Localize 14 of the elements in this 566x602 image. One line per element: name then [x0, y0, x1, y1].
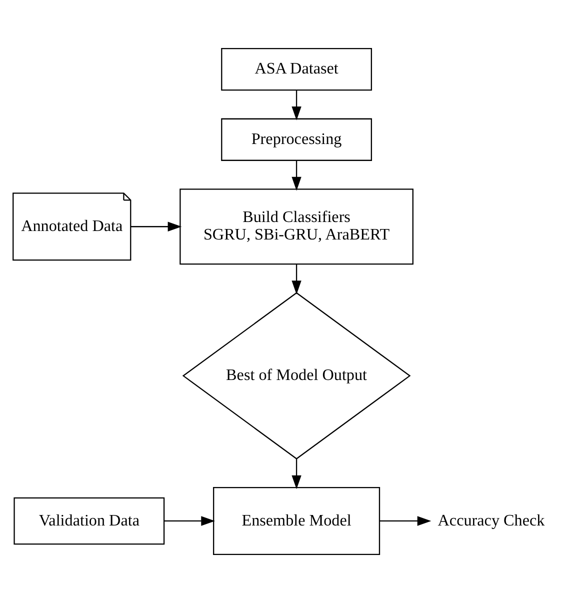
arrow: [130, 221, 182, 231]
arrow: [292, 90, 302, 120]
node-box: Ensemble Model: [213, 486, 380, 554]
arrow: [292, 160, 302, 190]
arrow: [164, 516, 215, 526]
node-diamond: Best of Model Output: [182, 292, 411, 459]
node-box: Validation Data: [14, 496, 165, 544]
arrow: [292, 458, 302, 489]
node-box: Build Classifiers SGRU, SBi-GRU, AraBERT: [180, 188, 414, 264]
node-text: Accuracy Check: [438, 512, 545, 529]
node-box: ASA Dataset: [221, 48, 372, 90]
arrow: [292, 264, 302, 294]
node-box: Preprocessing: [221, 118, 372, 160]
arrow: [380, 516, 432, 526]
